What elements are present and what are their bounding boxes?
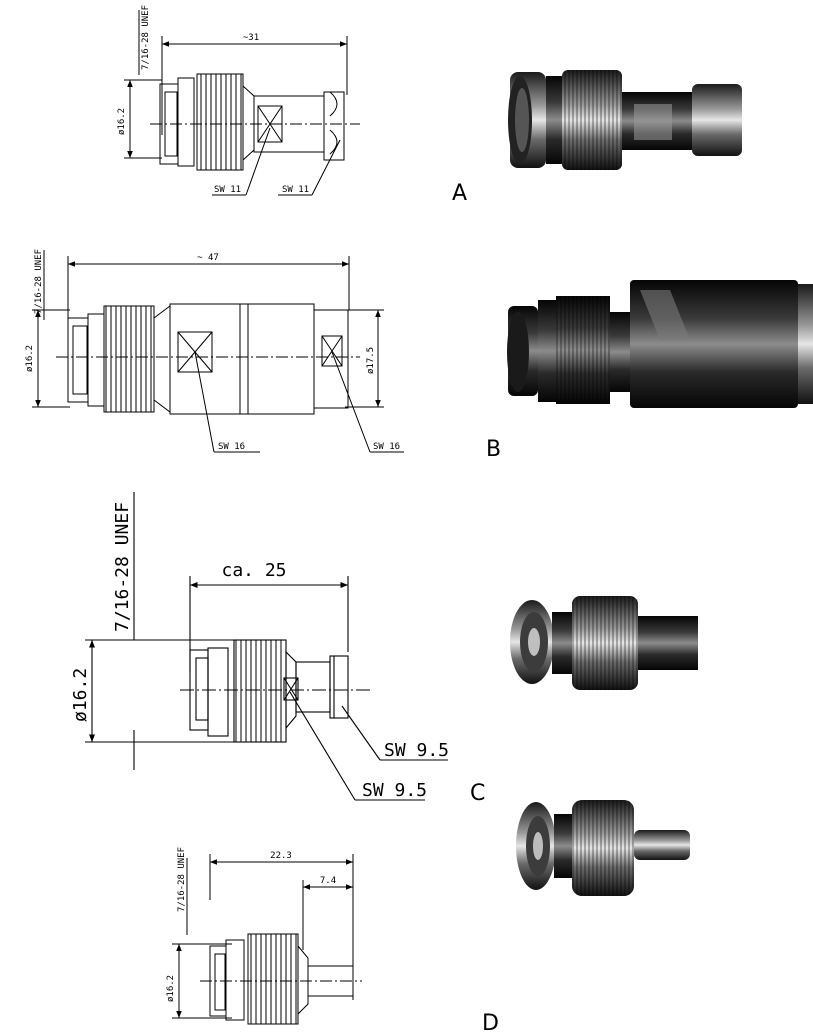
drawing-b-sw-label-2: SW 16 [373,442,400,452]
drawing-b-letter: B [486,437,501,462]
drawing-d-pin-length-label: 7.4 [320,876,336,886]
drawing-b-text: ~ 47 7/16-28 UNEF ø16.2 ø17.5 SW 16 SW 1… [25,249,501,462]
drawing-b-thread-label: 7/16-28 UNEF [34,249,44,314]
drawing-d-diameter-label: ø16.2 [166,975,176,1002]
drawing-a-diameter-label: ø16.2 [117,108,127,135]
drawing-a-thread-label: 7/16-28 UNEF [141,5,151,70]
drawing-a-letter: A [452,181,467,206]
drawing-d-text: 22.3 7.4 7/16-28 UNEF ø16.2 D [166,847,499,1032]
drawing-d-thread-label: 7/16-28 UNEF [177,847,187,912]
drawing-c [85,492,448,801]
drawing-c-diameter-label: ø16.2 [70,668,91,722]
drawing-a [124,10,360,196]
drawing-a-length-label: ~31 [243,33,259,43]
drawing-c-text: ca. 25 7/16-28 UNEF ø16.2 SW 9.5 SW 9.5 … [70,502,485,806]
drawing-a-sw-label-2: SW 11 [282,185,309,195]
drawing-b-sw-label-1: SW 16 [218,442,245,452]
drawing-b-diameter-label: ø16.2 [25,345,35,372]
photo-c-connector [510,596,698,690]
drawing-b-length-label: ~ 47 [197,253,219,263]
drawing-b [32,250,404,453]
drawing-c-thread-label: 7/16-28 UNEF [112,502,133,632]
photo-d-connector [516,800,690,896]
drawing-c-length-label: ca. 25 [221,560,286,581]
photo-a-connector [508,70,742,170]
drawing-c-sw-label-1: SW 9.5 [362,780,427,801]
drawing-a-sw-label-1: SW 11 [214,185,241,195]
drawing-b-end-diameter-label: ø17.5 [366,347,376,374]
drawing-d-length-label: 22.3 [270,851,292,861]
drawing-c-letter: C [470,781,485,806]
drawing-d-letter: D [482,1011,499,1032]
drawing-c-sw-label-2: SW 9.5 [384,740,449,761]
drawing-d [172,854,362,1025]
photo-b-connector [507,280,813,408]
drawing-a-text: ~31 7/16-28 UNEF ø16.2 SW 11 SW 11 A [117,5,467,206]
